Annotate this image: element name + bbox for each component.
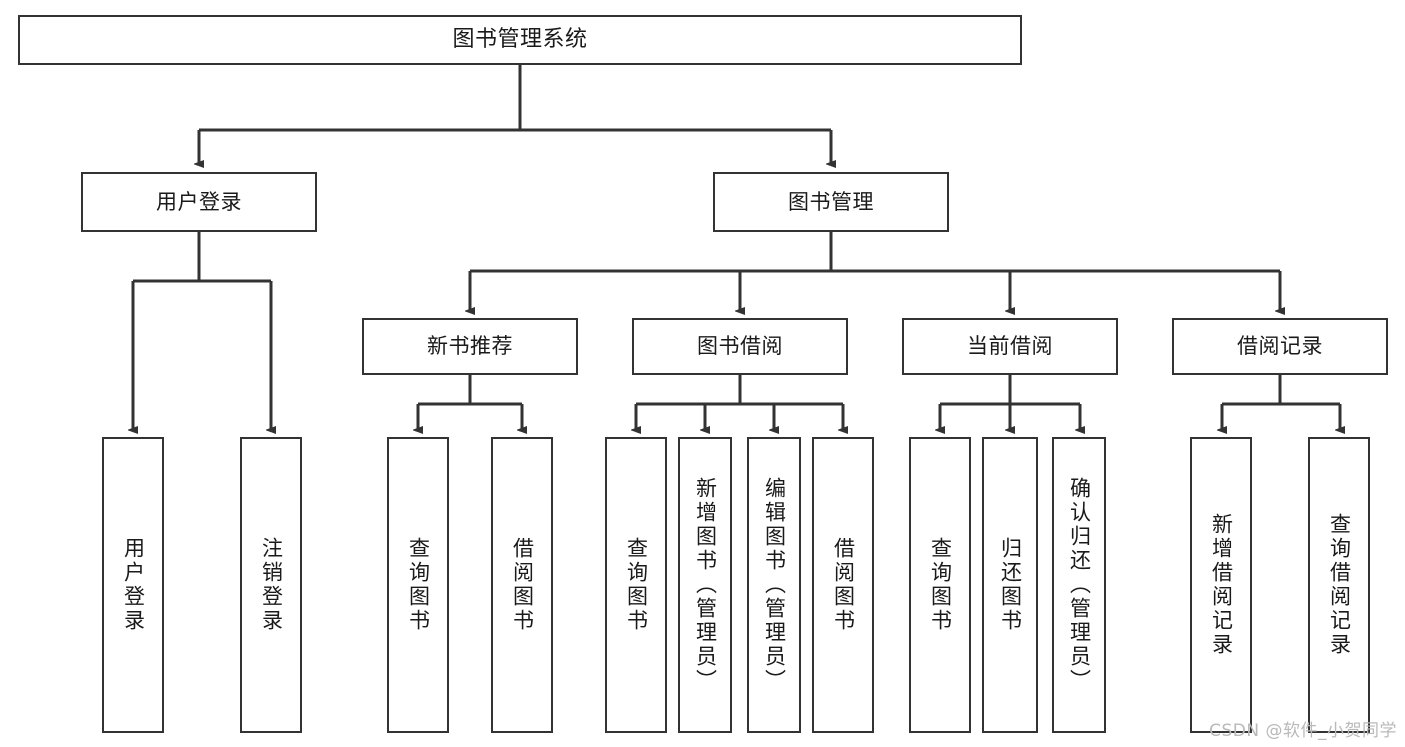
node-leaf-user-login-label: 用户登录 bbox=[121, 537, 146, 633]
node-borrow-record-label: 借阅记录 bbox=[1237, 334, 1323, 359]
node-leaf-return-book[interactable]: 归还图书 bbox=[982, 437, 1038, 733]
node-leaf-query-book-3[interactable]: 查询图书 bbox=[909, 437, 971, 733]
watermark-text: CSDN @软件_小贺同学 bbox=[1209, 721, 1397, 741]
node-borrow-record[interactable]: 借阅记录 bbox=[1172, 318, 1388, 375]
node-root[interactable]: 图书管理系统 bbox=[18, 15, 1022, 65]
node-leaf-query-book-1[interactable]: 查询图书 bbox=[387, 437, 449, 733]
node-new-book-recommend-label: 新书推荐 bbox=[427, 334, 513, 359]
node-leaf-edit-book-label: 编辑图书（管理员） bbox=[762, 477, 787, 693]
node-leaf-borrow-book-2-label: 借阅图书 bbox=[831, 537, 856, 633]
node-leaf-user-login[interactable]: 用户登录 bbox=[102, 437, 164, 733]
node-leaf-query-book-1-label: 查询图书 bbox=[406, 537, 431, 633]
node-leaf-query-book-2[interactable]: 查询图书 bbox=[605, 437, 667, 733]
node-leaf-query-record-label: 查询借阅记录 bbox=[1327, 513, 1352, 657]
node-book-borrow-label: 图书借阅 bbox=[697, 334, 783, 359]
node-leaf-borrow-book-1[interactable]: 借阅图书 bbox=[491, 437, 553, 733]
node-leaf-borrow-book-1-label: 借阅图书 bbox=[510, 537, 535, 633]
node-leaf-edit-book[interactable]: 编辑图书（管理员） bbox=[747, 437, 801, 733]
node-leaf-confirm-return[interactable]: 确认归还（管理员） bbox=[1052, 437, 1106, 733]
node-leaf-return-book-label: 归还图书 bbox=[998, 537, 1023, 633]
node-book-manage[interactable]: 图书管理 bbox=[713, 172, 949, 232]
node-leaf-logout[interactable]: 注销登录 bbox=[240, 437, 302, 733]
node-current-borrow-label: 当前借阅 bbox=[967, 334, 1053, 359]
node-leaf-confirm-return-label: 确认归还（管理员） bbox=[1067, 477, 1092, 693]
node-current-borrow[interactable]: 当前借阅 bbox=[902, 318, 1118, 375]
node-leaf-add-record-label: 新增借阅记录 bbox=[1209, 513, 1234, 657]
node-leaf-query-book-2-label: 查询图书 bbox=[624, 537, 649, 633]
node-leaf-borrow-book-2[interactable]: 借阅图书 bbox=[812, 437, 874, 733]
node-leaf-add-book[interactable]: 新增图书（管理员） bbox=[678, 437, 732, 733]
node-user-login[interactable]: 用户登录 bbox=[81, 172, 317, 232]
node-new-book-recommend[interactable]: 新书推荐 bbox=[362, 318, 578, 375]
node-leaf-add-book-label: 新增图书（管理员） bbox=[693, 477, 718, 693]
node-root-label: 图书管理系统 bbox=[452, 27, 588, 53]
node-book-borrow[interactable]: 图书借阅 bbox=[632, 318, 848, 375]
node-leaf-query-book-3-label: 查询图书 bbox=[928, 537, 953, 633]
node-leaf-logout-label: 注销登录 bbox=[259, 537, 284, 633]
node-user-login-label: 用户登录 bbox=[156, 189, 242, 214]
node-book-manage-label: 图书管理 bbox=[788, 189, 874, 214]
node-leaf-query-record[interactable]: 查询借阅记录 bbox=[1308, 437, 1370, 733]
node-leaf-add-record[interactable]: 新增借阅记录 bbox=[1190, 437, 1252, 733]
